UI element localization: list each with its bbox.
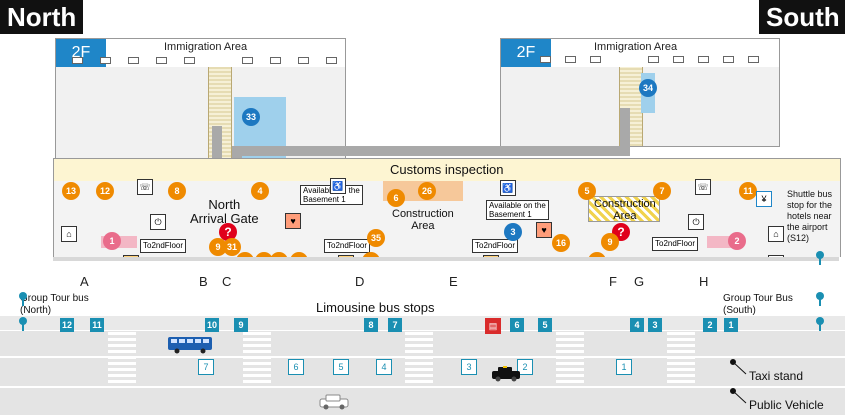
north-2f-panel: 2F Immigration Area — [55, 38, 346, 162]
stop-h: H — [699, 274, 709, 289]
taxi-bay-6: 6 — [288, 359, 304, 375]
marker-9: 9 — [209, 238, 227, 256]
bus-bay-2: 2 — [703, 318, 717, 332]
public-vehicle-label: Public Vehicle — [749, 398, 824, 412]
to2nd-floor-4: To2ndFloor — [652, 237, 699, 251]
bus-bay-5: 5 — [538, 318, 552, 332]
limousine-bus-stops-label: Limousine bus stops — [316, 300, 435, 315]
construction-label-2: Construction Area — [594, 198, 656, 222]
marker-9b: 9 — [601, 233, 619, 251]
marker-6: 6 — [387, 189, 405, 207]
bus-bay-8: 8 — [364, 318, 378, 332]
atm-icon-1: ⌂ — [61, 226, 77, 242]
stop-c: C — [222, 274, 232, 289]
crosswalk-3 — [405, 331, 433, 383]
bus-bay-7: 7 — [388, 318, 402, 332]
phone-icon-2: ☏ — [137, 179, 153, 195]
taxi-bay-4: 4 — [376, 359, 392, 375]
crosswalk-1 — [108, 331, 136, 383]
marker-11: 11 — [739, 182, 757, 200]
stop-d: D — [355, 274, 365, 289]
customs-band — [53, 158, 841, 182]
bus-bay-1: 1 — [724, 318, 738, 332]
info-icon-1: ? — [219, 223, 237, 241]
customs-label: Customs inspection — [390, 162, 504, 177]
marker-35: 35 — [367, 229, 385, 247]
bus-stop-sign-icon: ▤ — [485, 318, 501, 334]
bus-bay-6: 6 — [510, 318, 524, 332]
marker-12: 12 — [96, 182, 114, 200]
outlet-icon-1: ⏻ — [150, 214, 166, 230]
bus-bay-9: 9 — [234, 318, 248, 332]
construction-label-1: Construction Area — [392, 208, 454, 232]
restroom-icon-2: ♿ — [500, 180, 516, 196]
outlet-icon-2: ⏻ — [688, 214, 704, 230]
marker-26: 26 — [418, 182, 436, 200]
bus-bay-3: 3 — [648, 318, 662, 332]
taxi-bay-2: 2 — [517, 359, 533, 375]
curb-area — [0, 257, 845, 297]
marker-2: 2 — [728, 232, 746, 250]
immigration-label-south: Immigration Area — [594, 41, 678, 53]
taxi-bay-3: 3 — [461, 359, 477, 375]
aed-icon-2: ♥ — [536, 222, 552, 238]
stop-g: G — [634, 274, 645, 289]
marker-7: 7 — [653, 182, 671, 200]
taxi-bay-1: 1 — [616, 359, 632, 375]
to2nd-floor-3: To2ndFloor — [472, 239, 519, 253]
immigration-label-north: Immigration Area — [164, 41, 248, 53]
group-tour-north-label: Group Tour bus (North) — [20, 293, 89, 316]
to2nd-floor-2: To2ndFloor — [324, 239, 371, 253]
taxi-stand-label: Taxi stand — [749, 369, 804, 383]
marker-31: 31 — [223, 238, 241, 256]
crosswalk-2 — [243, 331, 271, 383]
available-label-2: Available on the Basement 1 — [486, 200, 549, 220]
marker-16: 16 — [552, 234, 570, 252]
to2nd-floor-1: To2ndFloor — [140, 239, 187, 253]
bus-icon — [168, 337, 212, 354]
south-header: South — [759, 0, 845, 34]
group-tour-south-label: Group Tour Bus (South) — [723, 293, 793, 316]
taxi-icon — [492, 366, 520, 382]
taxi-bay-7: 7 — [198, 359, 214, 375]
marker-1: 1 — [103, 232, 121, 250]
stop-f: F — [609, 274, 617, 289]
taxi-bay-5: 5 — [333, 359, 349, 375]
marker-8: 8 — [168, 182, 186, 200]
atm-icon-2: ⌂ — [768, 226, 784, 242]
bus-bay-11: 11 — [90, 318, 104, 332]
marker-3: 3 — [504, 223, 522, 241]
stop-a: A — [80, 274, 89, 289]
phone-icon-1: ☏ — [695, 179, 711, 195]
marker-33: 33 — [242, 108, 260, 126]
car-icon — [319, 394, 349, 410]
crosswalk-4 — [556, 331, 584, 383]
north-arrival-gate-label: North Arrival Gate — [190, 197, 259, 226]
currency-icon: ¥ — [756, 191, 772, 207]
stop-b: B — [199, 274, 208, 289]
bus-bay-10: 10 — [205, 318, 219, 332]
restroom-icon-1: ♿ — [330, 178, 346, 194]
marker-34: 34 — [639, 79, 657, 97]
bus-bay-4: 4 — [630, 318, 644, 332]
shuttle-bus-label: Shuttle bus stop for the hotels near the… — [787, 189, 833, 243]
north-header: North — [0, 0, 84, 34]
marker-13: 13 — [62, 182, 80, 200]
crosswalk-5 — [667, 331, 695, 383]
marker-4: 4 — [251, 182, 269, 200]
stop-e: E — [449, 274, 458, 289]
bus-bay-12: 12 — [60, 318, 74, 332]
construction-hatch — [588, 196, 660, 222]
aed-icon-1: ♥ — [285, 213, 301, 229]
marker-5: 5 — [578, 182, 596, 200]
